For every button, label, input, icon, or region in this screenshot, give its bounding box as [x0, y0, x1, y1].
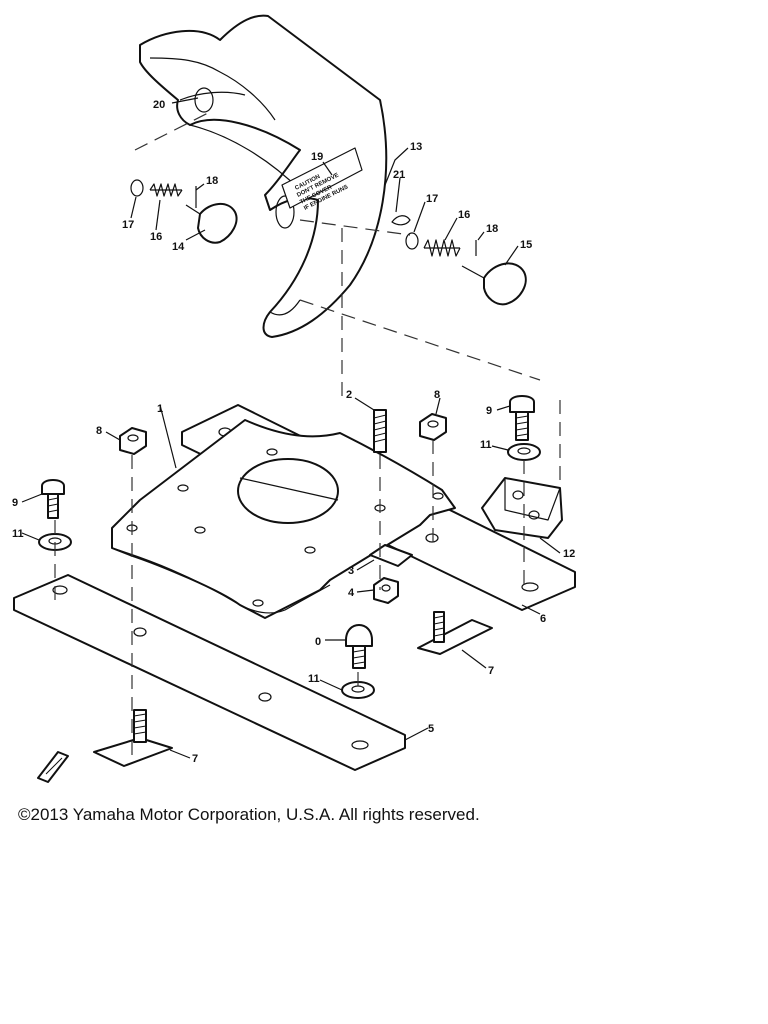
callout-18-right: 18	[486, 223, 498, 235]
bolt-part-9-left	[41, 479, 65, 519]
clip-part-21	[391, 215, 411, 226]
callout-14: 14	[172, 241, 185, 253]
callout-16-left: 16	[150, 231, 162, 243]
callout-19: 19	[311, 151, 323, 163]
bolt-part-9-right	[509, 395, 535, 441]
right-fastener-set	[391, 215, 527, 306]
bolt-part-0	[345, 624, 373, 669]
assembly-line	[299, 219, 411, 236]
callout-5: 5	[428, 723, 434, 735]
washer-part-11-right	[507, 443, 541, 461]
callout-12: 12	[563, 548, 575, 560]
nut-part-4	[373, 577, 399, 604]
callout-9-left: 9	[12, 497, 18, 509]
callout-18-left: 18	[206, 175, 218, 187]
parts-diagram: CAUTION DON'T REMOVE THE COVER IF ENGINE…	[12, 14, 576, 783]
callout-8-left: 8	[96, 425, 102, 437]
callout-11-right: 11	[480, 439, 492, 451]
washer-part-17-right	[405, 232, 419, 250]
callout-1: 1	[157, 403, 163, 415]
lower-plate-part-5	[13, 574, 406, 771]
callout-2: 2	[346, 389, 352, 401]
callout-21: 21	[393, 169, 405, 181]
callout-8-right: 8	[434, 389, 440, 401]
nut-part-8-left	[119, 427, 147, 455]
callout-11-left: 11	[12, 528, 24, 540]
washer-part-17-left	[130, 179, 144, 197]
callout-15: 15	[520, 239, 532, 251]
callout-17-left: 17	[122, 219, 134, 231]
tab-bolt-part-7-left	[93, 709, 173, 767]
bracket-part-12	[481, 477, 563, 539]
callout-17-right: 17	[426, 193, 438, 205]
assembly-line	[299, 299, 541, 381]
callout-3: 3	[348, 565, 354, 577]
stud-part-2	[373, 409, 387, 453]
assembly-line	[134, 111, 211, 151]
spring-part-16-right	[423, 239, 461, 257]
left-fastener-set	[130, 179, 238, 244]
callout-16-right: 16	[458, 209, 470, 221]
tool-icon	[37, 751, 69, 783]
callout-6: 6	[540, 613, 546, 625]
base-plate-part-1	[111, 419, 456, 619]
callout-9-right: 9	[486, 405, 492, 417]
spring-part-16-left	[149, 183, 183, 197]
callout-7-left: 7	[192, 753, 198, 765]
callout-0: 0	[315, 636, 321, 648]
nut-part-8-right	[419, 413, 447, 441]
callout-20: 20	[153, 99, 165, 111]
callout-4: 4	[348, 587, 355, 599]
copyright-notice: ©2013 Yamaha Motor Corporation, U.S.A. A…	[18, 805, 480, 824]
callout-7-right: 7	[488, 665, 494, 677]
tab-bolt-part-7-right	[417, 611, 493, 655]
decal-part-19: CAUTION DON'T REMOVE THE COVER IF ENGINE…	[281, 147, 363, 212]
knob-part-15	[483, 262, 527, 306]
knob-part-14	[197, 203, 238, 244]
cover-part-13	[139, 14, 388, 338]
callout-13: 13	[410, 141, 422, 153]
callout-11-center: 11	[308, 673, 320, 685]
